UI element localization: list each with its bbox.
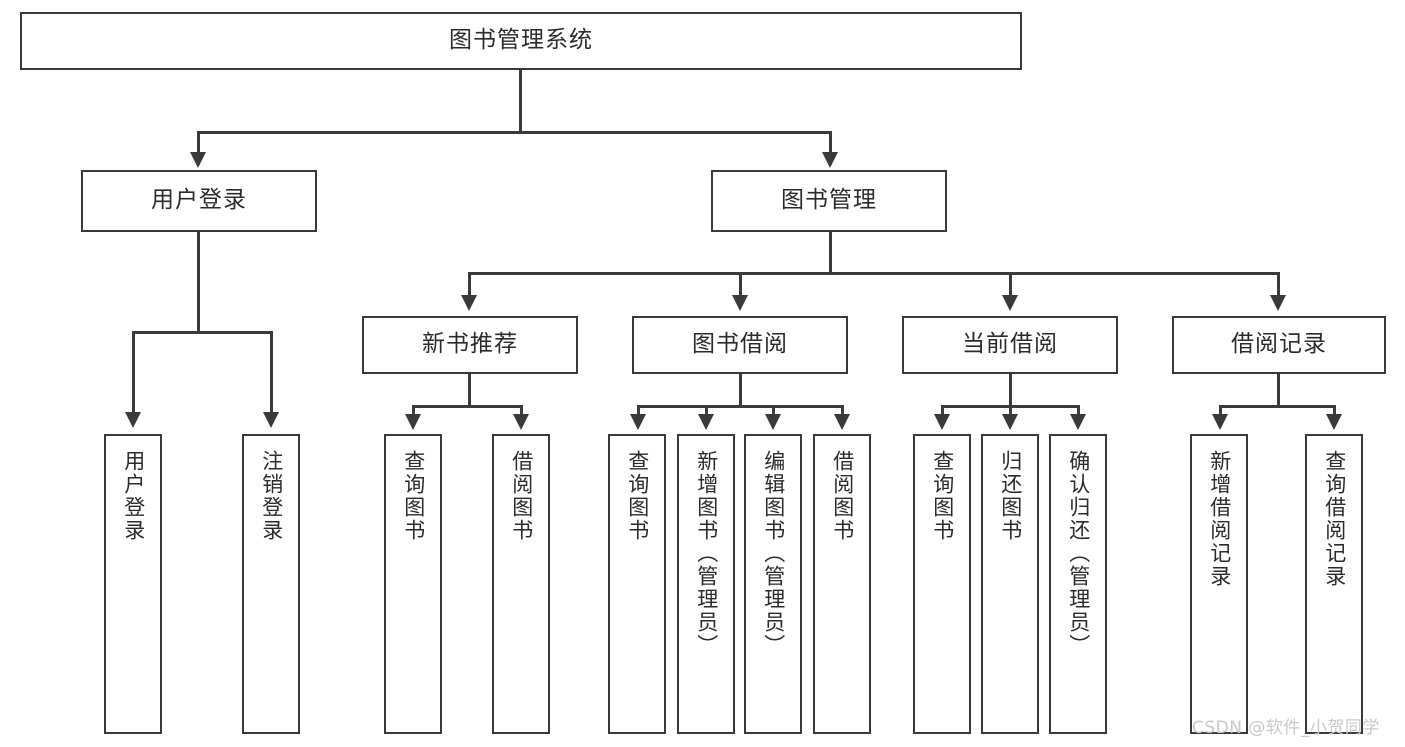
arrow-to-borrow-record [1270, 295, 1286, 311]
edge-recommend-to-leaf-1 [412, 405, 415, 418]
node-user-login[interactable]: 用户登录 [81, 170, 317, 232]
arrow-to-leaf-borrow-book [834, 414, 850, 430]
edge-root-bus [197, 131, 831, 134]
node-label: 图书借阅 [692, 331, 788, 358]
edge-book-mgmt-to-recommend [468, 272, 471, 299]
edge-borrow-bus [637, 405, 843, 408]
leaf-confirm-return-admin[interactable]: 确认归还（管理员） [1049, 434, 1107, 734]
edge-current-stem [1009, 374, 1012, 407]
edge-recommend-bus [412, 405, 522, 408]
edge-root-stem [519, 70, 522, 133]
edge-user-login-to-leaf-2 [270, 331, 273, 416]
node-borrow-record[interactable]: 借阅记录 [1172, 316, 1386, 374]
edge-user-login-bus [132, 331, 273, 334]
leaf-query-book-current[interactable]: 查询图书 [913, 434, 971, 734]
edge-user-login-stem [197, 232, 200, 333]
edge-record-to-leaf-1 [1219, 405, 1222, 418]
leaf-user-login[interactable]: 用户登录 [104, 434, 162, 734]
node-current-borrow[interactable]: 当前借阅 [902, 316, 1118, 374]
edge-current-to-leaf-1 [941, 405, 944, 418]
edge-record-stem [1277, 374, 1280, 407]
arrow-to-book-borrow [732, 295, 748, 311]
node-label: 查询借阅记录 [1322, 450, 1347, 588]
arrow-to-leaf-logout [263, 412, 279, 428]
edge-recommend-to-leaf-2 [520, 405, 523, 418]
leaf-query-borrow-record[interactable]: 查询借阅记录 [1305, 434, 1363, 734]
leaf-return-book[interactable]: 归还图书 [981, 434, 1039, 734]
edge-borrow-to-leaf-4 [841, 405, 844, 418]
node-book-borrow[interactable]: 图书借阅 [632, 316, 848, 374]
edge-recommend-stem [468, 374, 471, 407]
arrow-to-leaf-return-book [1002, 414, 1018, 430]
edge-borrow-to-leaf-3 [772, 405, 775, 418]
arrow-to-leaf-query-record [1326, 414, 1342, 430]
node-label: 查询图书 [930, 450, 955, 542]
node-new-book-recommend[interactable]: 新书推荐 [362, 316, 578, 374]
edge-root-to-user-login [197, 131, 200, 156]
edge-book-mgmt-bus [468, 272, 1279, 275]
edge-book-mgmt-to-record [1277, 272, 1280, 299]
node-label: 新书推荐 [422, 331, 518, 358]
node-label: 编辑图书（管理员） [761, 450, 786, 657]
arrow-to-user-login [190, 152, 206, 168]
arrow-to-leaf-query-book-borrow [630, 414, 646, 430]
node-label: 查询图书 [625, 450, 650, 542]
edge-root-to-book-mgmt [829, 131, 832, 156]
arrow-to-leaf-add-record [1212, 414, 1228, 430]
leaf-edit-book-admin[interactable]: 编辑图书（管理员） [744, 434, 802, 734]
arrow-to-leaf-borrow-book-recommend [513, 414, 529, 430]
arrow-to-leaf-user-login [125, 412, 141, 428]
leaf-query-book-borrow[interactable]: 查询图书 [608, 434, 666, 734]
arrow-to-new-book-recommend [461, 295, 477, 311]
leaf-borrow-book[interactable]: 借阅图书 [813, 434, 871, 734]
leaf-add-book-admin[interactable]: 新增图书（管理员） [677, 434, 735, 734]
node-label: 图书管理 [781, 187, 877, 214]
leaf-query-book-recommend[interactable]: 查询图书 [384, 434, 442, 734]
arrow-to-book-mgmt [822, 152, 838, 168]
edge-book-mgmt-stem [829, 232, 832, 274]
arrow-to-leaf-confirm-return [1070, 414, 1086, 430]
node-label: 借阅记录 [1231, 331, 1327, 358]
node-label: 注销登录 [259, 450, 284, 542]
node-label: 借阅图书 [509, 450, 534, 542]
node-label: 用户登录 [151, 187, 247, 214]
leaf-logout[interactable]: 注销登录 [242, 434, 300, 734]
arrow-to-current-borrow [1002, 295, 1018, 311]
arrow-to-leaf-edit-book [765, 414, 781, 430]
edge-borrow-stem [739, 374, 742, 407]
node-book-management[interactable]: 图书管理 [711, 170, 947, 232]
node-label: 归还图书 [998, 450, 1023, 542]
edge-user-login-to-leaf-1 [132, 331, 135, 416]
node-root-system[interactable]: 图书管理系统 [20, 12, 1022, 70]
node-label: 当前借阅 [962, 331, 1058, 358]
edge-book-mgmt-to-borrow [739, 272, 742, 299]
leaf-add-borrow-record[interactable]: 新增借阅记录 [1190, 434, 1248, 734]
node-label: 借阅图书 [830, 450, 855, 542]
node-label: 新增借阅记录 [1207, 450, 1232, 588]
edge-book-mgmt-to-current [1009, 272, 1012, 299]
arrow-to-leaf-query-book-recommend [405, 414, 421, 430]
edge-current-to-leaf-2 [1009, 405, 1012, 418]
node-label: 新增图书（管理员） [694, 450, 719, 657]
arrow-to-leaf-query-book-current [934, 414, 950, 430]
node-label: 用户登录 [121, 450, 146, 542]
edge-record-bus [1219, 405, 1335, 408]
edge-borrow-to-leaf-2 [705, 405, 708, 418]
leaf-borrow-book-recommend[interactable]: 借阅图书 [492, 434, 550, 734]
edge-record-to-leaf-2 [1333, 405, 1336, 418]
node-label: 图书管理系统 [449, 27, 593, 54]
node-label: 确认归还（管理员） [1066, 450, 1091, 657]
node-label: 查询图书 [401, 450, 426, 542]
edge-current-to-leaf-3 [1077, 405, 1080, 418]
edge-borrow-to-leaf-1 [637, 405, 640, 418]
arrow-to-leaf-add-book [698, 414, 714, 430]
